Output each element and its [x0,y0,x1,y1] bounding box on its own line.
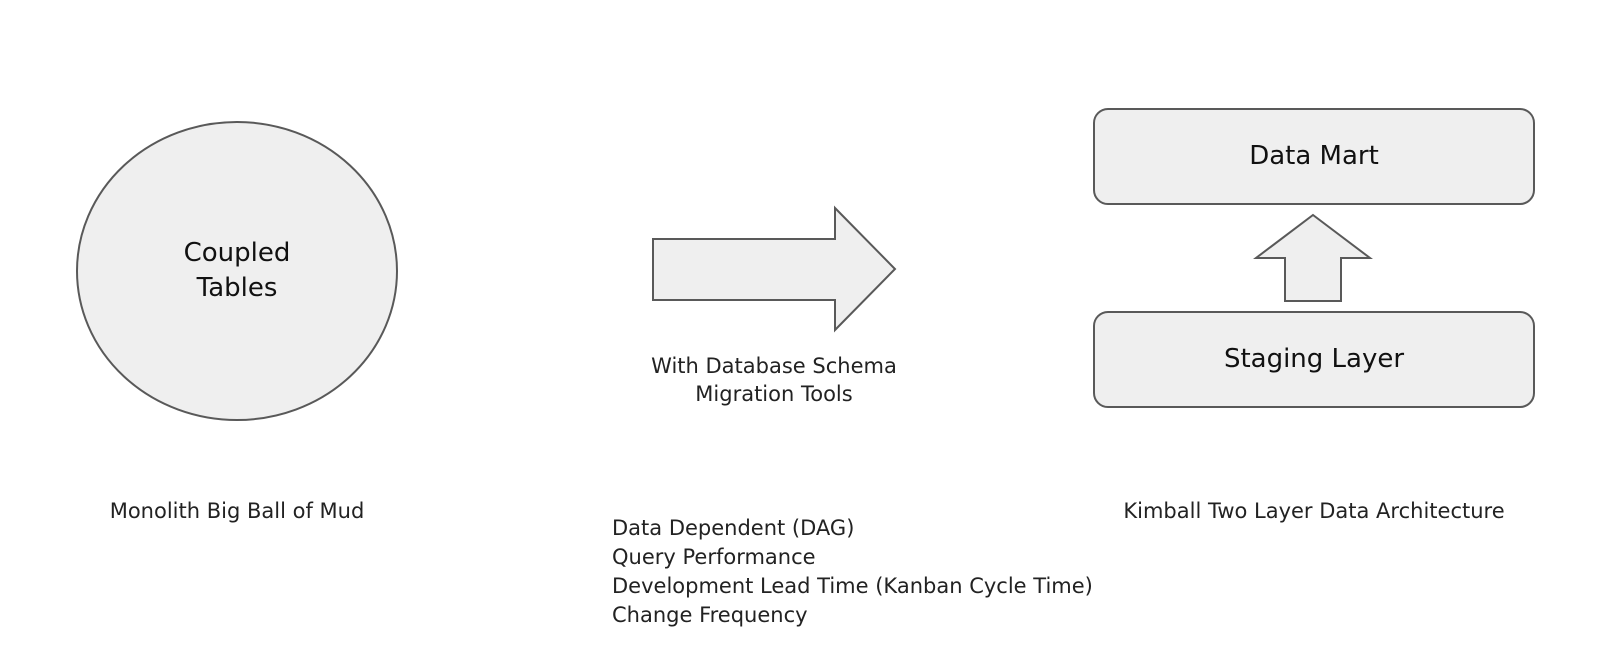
factor-item: Development Lead Time (Kanban Cycle Time… [612,574,1093,598]
coupled-tables-label: Coupled Tables [137,236,337,306]
staging-layer-box[interactable] [1093,311,1535,408]
arrow-caption-line-1: With Database Schema [651,354,897,378]
coupled-tables-ellipse[interactable] [76,121,398,421]
staging-layer-label: Staging Layer [1223,344,1405,374]
arrow-caption-line-2: Migration Tools [695,382,853,406]
factor-item: Query Performance [612,545,816,569]
coupled-tables-line-2: Tables [196,273,278,303]
arrow-caption: With Database Schema Migration Tools [624,352,924,408]
migration-arrow [652,205,897,333]
factors-list: Data Dependent (DAG) Query Performance D… [612,514,1093,630]
factor-item: Change Frequency [612,603,808,627]
coupled-tables-line-1: Coupled [183,238,291,268]
kimball-caption: Kimball Two Layer Data Architecture [1123,499,1505,523]
up-arrow [1253,213,1373,302]
data-mart-box[interactable] [1093,108,1535,205]
data-mart-label: Data Mart [1249,141,1379,171]
monolith-caption: Monolith Big Ball of Mud [109,499,365,523]
factor-item: Data Dependent (DAG) [612,516,855,540]
